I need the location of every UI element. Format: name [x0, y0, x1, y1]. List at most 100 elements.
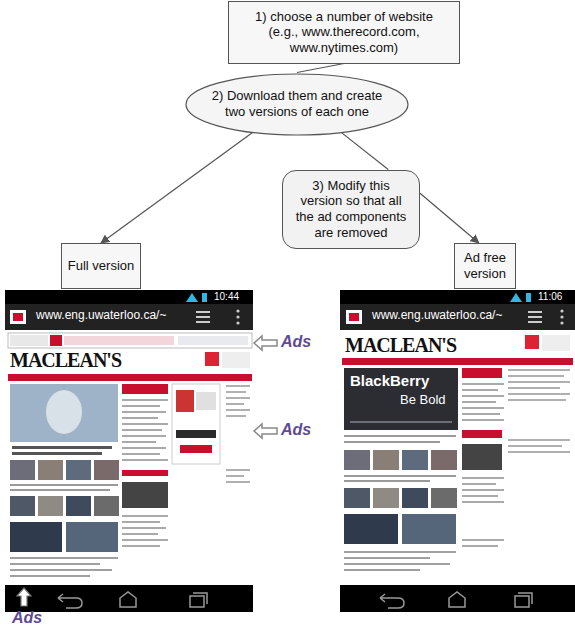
callout-arrow	[254, 336, 277, 350]
site-icon-mark	[13, 313, 23, 321]
status-bar	[340, 290, 575, 304]
thumbnail	[431, 450, 457, 470]
menu-dot	[560, 309, 563, 312]
thumbnail	[66, 522, 118, 552]
process-ellipse: 2) Download them and create two versions…	[185, 73, 409, 136]
connector	[342, 133, 388, 170]
thumbnail	[431, 488, 457, 508]
text-line	[12, 452, 102, 455]
nav-buttons-bar	[340, 585, 575, 612]
thumbnail	[38, 460, 63, 480]
text-lines	[344, 552, 456, 570]
callout-arrow	[17, 588, 31, 606]
battery-icon	[202, 293, 207, 302]
banner-ad-part	[50, 335, 62, 346]
text-lines	[10, 485, 118, 490]
battery-icon	[526, 293, 531, 302]
ad-image-text: Be Bold	[400, 393, 446, 408]
badge-text-block	[222, 352, 250, 368]
callout-arrow	[254, 424, 277, 438]
nav-buttons-bar	[5, 585, 253, 612]
text-lines	[226, 386, 250, 482]
site-icon	[10, 310, 26, 324]
connector	[297, 64, 344, 73]
feature-image	[10, 384, 118, 442]
site-icon-mark	[349, 313, 359, 321]
node-text: Full version	[68, 258, 134, 274]
status-bar	[5, 290, 253, 304]
menu-dot	[236, 321, 239, 324]
site-icon	[346, 310, 362, 324]
page-ground	[5, 330, 253, 585]
feature-image	[344, 368, 458, 430]
text-line	[12, 446, 112, 449]
side-ad	[172, 384, 220, 464]
banner-ad-part	[10, 335, 48, 346]
connector	[420, 193, 479, 243]
ellipse-outline	[186, 74, 408, 135]
connector	[101, 133, 252, 243]
thumbnail	[94, 460, 119, 480]
status-clock: 11:06	[538, 291, 562, 303]
stamp-portrait	[46, 390, 82, 434]
thumbnail	[373, 488, 399, 508]
thumbnail	[344, 450, 370, 470]
banner-ad-part	[178, 336, 248, 345]
address-bar	[5, 304, 253, 330]
section-button	[462, 430, 502, 438]
section-button	[462, 368, 502, 378]
side-ad-part	[180, 445, 212, 453]
node-text: 1) choose a number of website (e.g., www…	[247, 9, 441, 56]
image-url-line	[350, 421, 452, 423]
callout-label: Ads	[12, 609, 42, 627]
masthead-logo: MACLEAN'S	[345, 334, 456, 357]
thumbnail	[373, 450, 399, 470]
section-button	[122, 470, 168, 476]
badge	[205, 352, 219, 366]
thumbnail	[344, 514, 398, 544]
tabs-icon	[196, 312, 210, 322]
version-box: Ad free version	[454, 243, 516, 289]
side-ad-part	[196, 392, 216, 410]
text-lines	[122, 400, 168, 460]
text-lines	[462, 384, 504, 420]
recent-button	[515, 593, 532, 607]
thumbnail	[462, 444, 502, 470]
wifi-icon	[186, 293, 198, 302]
banner-ad	[8, 333, 252, 348]
menu-dot	[236, 315, 239, 318]
address-url: www.eng.uwaterloo.ca/~	[372, 309, 502, 323]
banner-ad-part	[64, 336, 174, 345]
thumbnail	[344, 488, 370, 508]
address-url: www.eng.uwaterloo.ca/~	[36, 309, 166, 323]
node-text: 2) Download them and create two versions…	[211, 88, 383, 119]
side-ad-part	[176, 390, 194, 412]
text-lines	[10, 558, 118, 576]
status-clock: 10:44	[214, 291, 239, 303]
section-button	[122, 384, 168, 394]
home-button	[120, 592, 136, 607]
menu-dot	[560, 321, 563, 324]
text-lines	[344, 476, 456, 481]
thumbnail	[38, 496, 63, 516]
node-text: Ad free version	[459, 250, 511, 281]
node-text: 3) Modify this version so that all the a…	[291, 178, 411, 240]
text-lines	[508, 370, 570, 452]
text-lines	[344, 436, 456, 442]
text-lines	[462, 478, 504, 546]
nav-bar	[8, 374, 252, 381]
home-button	[449, 592, 465, 607]
thumbnail	[122, 482, 168, 508]
nav-bar	[342, 358, 573, 365]
back-button	[58, 594, 82, 608]
menu-dot	[560, 315, 563, 318]
menu-dot	[236, 309, 239, 312]
recent-button	[190, 593, 207, 607]
tabs-icon	[528, 312, 542, 322]
text-lines	[122, 516, 168, 546]
ad-image-text: BlackBerry	[350, 372, 429, 389]
side-ad-part	[176, 430, 216, 438]
page-ground	[340, 330, 575, 585]
thumbnail	[10, 496, 35, 516]
thumbnail	[402, 450, 428, 470]
